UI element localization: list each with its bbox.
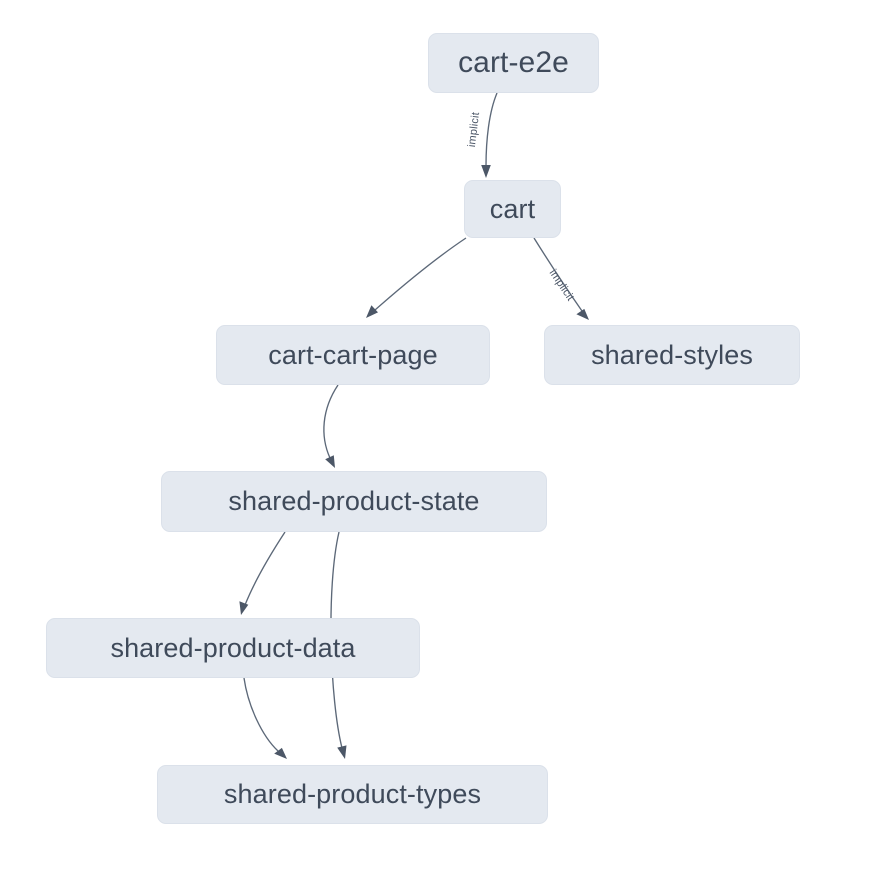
graph-edge-edge-cart-to-cart-cart-page [366,237,467,318]
graph-edge-edge-shared-product-data-to-shared-product-types [243,677,287,759]
graph-node-shared-styles[interactable]: shared-styles [544,325,800,385]
node-label: shared-product-types [223,779,482,809]
edge-line [244,531,286,606]
edge-line [243,677,279,752]
graph-node-cart-cart-page[interactable]: cart-cart-page [216,325,490,385]
edge-line [485,92,498,167]
edge-label: implicit [466,111,482,147]
node-label: shared-styles [591,339,753,370]
edge-line [374,237,467,311]
arrowhead-icon [576,308,589,320]
edge-label: implicit [547,267,577,303]
graph-node-cart[interactable]: cart [464,180,561,238]
edge-line [533,237,583,312]
graph-node-shared-product-data[interactable]: shared-product-data [46,618,420,678]
node-label: cart-e2e [458,46,569,79]
arrowhead-icon [481,165,491,178]
graph-node-cart-e2e[interactable]: cart-e2e [428,33,599,93]
arrowhead-icon [239,601,249,615]
arrowhead-icon [325,455,335,468]
graph-node-shared-product-types[interactable]: shared-product-types [157,765,548,824]
edge-line [323,384,339,459]
arrowhead-icon [366,305,378,318]
node-label: shared-product-state [228,486,480,516]
arrowhead-icon [337,745,347,759]
node-label: cart [489,193,536,224]
graph-edge-edge-cart-cart-page-to-shared-product-state [323,384,339,468]
graph-edge-edge-cart-e2e-to-cart: implicit [466,92,498,178]
node-label: shared-product-data [110,632,356,663]
graph-node-shared-product-state[interactable]: shared-product-state [161,471,547,532]
graph-edge-edge-cart-to-shared-styles: implicit [533,237,589,320]
graph-edge-edge-shared-product-state-to-shared-product-data [239,531,286,615]
arrowhead-icon [274,747,287,759]
node-label: cart-cart-page [268,339,438,370]
